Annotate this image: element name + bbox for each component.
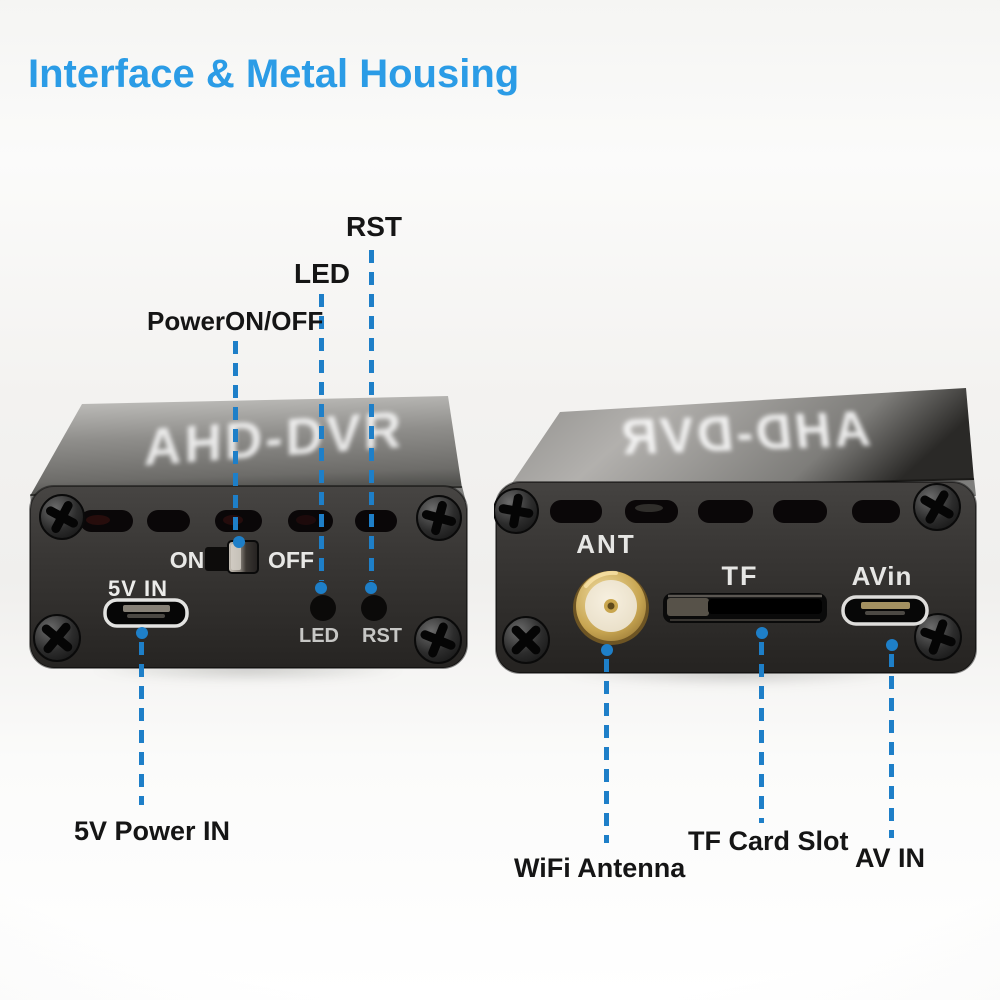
- tf-card-slot: [663, 593, 827, 623]
- rst-print-label: RST: [362, 625, 402, 647]
- leader-dot-wifi-antenna: [601, 644, 613, 656]
- device-top-face: [30, 396, 462, 496]
- leader-line-wifi-antenna: [604, 659, 609, 843]
- leader-line-av-in: [889, 654, 894, 838]
- screw-icon: [416, 495, 462, 541]
- callout-label-wifi-antenna: WiFi Antenna: [514, 853, 686, 883]
- callout-label-tf-card-slot: TF Card Slot: [688, 826, 849, 856]
- callout-label-led: LED: [294, 258, 350, 289]
- power-port-label: 5V IN: [108, 576, 168, 601]
- screw-icon: [914, 613, 962, 661]
- leader-line-led: [319, 294, 324, 581]
- switch-off-label: OFF: [268, 547, 314, 573]
- leader-line-rst: [369, 250, 374, 581]
- page-title: Interface & Metal Housing: [28, 52, 520, 96]
- screw-icon: [913, 483, 961, 531]
- led-hole: [310, 595, 336, 621]
- micro-usb-avin-port: [841, 595, 929, 626]
- callout-label-power-switch: PowerON/OFF: [147, 306, 324, 336]
- rst-hole: [361, 595, 387, 621]
- micro-usb-power-port: [103, 598, 189, 628]
- screw-icon: [39, 494, 85, 540]
- brand-text-mirrored: AHD-DVR: [616, 401, 873, 466]
- leader-line-tf-card-slot: [759, 642, 764, 823]
- leader-dot-rst: [365, 582, 377, 594]
- callout-label-av-in: AV IN: [855, 843, 926, 873]
- device-rear-view: AHD-DVR A: [494, 388, 977, 674]
- leader-dot-power-in: [136, 627, 148, 639]
- leader-line-power-in: [139, 642, 144, 805]
- screw-icon: [33, 614, 81, 662]
- leader-dot-power-switch: [233, 536, 245, 548]
- device-front-view: AHD-DVR: [29, 396, 468, 669]
- callout-label-power-in: 5V Power IN: [74, 816, 231, 846]
- power-switch: [205, 540, 259, 574]
- device-top-face: [506, 388, 974, 492]
- front-face-outline: [495, 481, 977, 674]
- switch-on-label: ON: [170, 547, 205, 573]
- leader-line-power-switch: [233, 341, 238, 535]
- ant-print-label: ANT: [576, 529, 635, 559]
- avin-print-label: AVin: [852, 561, 913, 591]
- vent-slots: [550, 500, 900, 523]
- callout-label-rst: RST: [346, 211, 402, 242]
- screw-icon: [502, 616, 550, 664]
- leader-dot-tf-card-slot: [756, 627, 768, 639]
- screw-icon: [414, 616, 462, 664]
- front-face-outline: [29, 485, 468, 669]
- led-print-label: LED: [299, 625, 339, 647]
- leader-dot-av-in: [886, 639, 898, 651]
- tf-print-label: TF: [722, 561, 759, 591]
- leader-dot-led: [315, 582, 327, 594]
- screw-icon: [494, 488, 539, 534]
- sma-antenna-connector: [573, 570, 649, 645]
